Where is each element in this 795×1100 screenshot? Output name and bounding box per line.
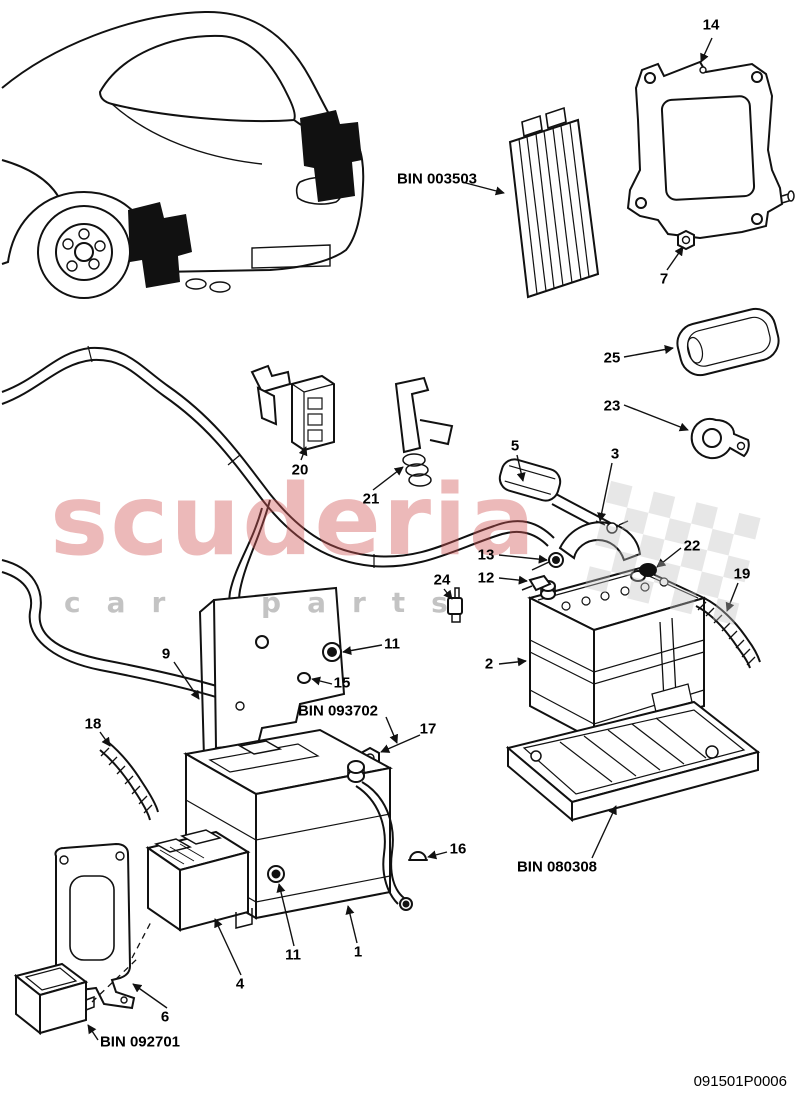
callout-4: 4: [235, 975, 245, 993]
corrugated-hose-19: [695, 597, 761, 669]
ecu-module: [508, 106, 600, 299]
cap-16: [408, 851, 428, 861]
battery-tray: [505, 700, 761, 823]
checkered-flag-watermark: [584, 480, 761, 625]
nut-7: [677, 229, 695, 251]
control-module-4: [145, 829, 253, 932]
callout-9: 9: [161, 645, 171, 663]
callout-14: 14: [702, 16, 720, 34]
assembly-dashes: [91, 919, 153, 1003]
callout-12: 12: [477, 569, 495, 587]
battery-clamp-3: [558, 521, 642, 562]
grommet-11-lower: [267, 865, 285, 883]
leader-lines: [87, 37, 739, 1041]
callout-3: 3: [610, 445, 620, 463]
callout-15: 15: [333, 674, 351, 692]
grommet-22: [639, 563, 657, 577]
callout-20: 20: [291, 461, 309, 479]
callout-17: 17: [419, 720, 437, 738]
callout-16: 16: [449, 840, 467, 858]
callout-23: 23: [603, 397, 621, 415]
callout-24: 24: [433, 571, 451, 589]
car-illustration: [1, 10, 365, 299]
callout-18: 18: [84, 715, 102, 733]
ring-terminal-13: [531, 552, 564, 571]
callout-13: 13: [477, 546, 495, 564]
document-number: 091501P0006: [693, 1073, 787, 1090]
callout-11-upper: 11: [384, 635, 400, 653]
connector-bracket-20: [250, 364, 335, 452]
callout-25: 25: [603, 349, 621, 367]
battery-2: [521, 520, 707, 742]
callout-bin-080308: BIN 080308: [516, 858, 598, 876]
callout-22: 22: [683, 537, 701, 555]
corrugated-hose-18: [99, 741, 159, 821]
grommet-11-upper: [322, 642, 342, 662]
callout-7: 7: [659, 270, 669, 288]
callout-11-lower: 11: [285, 946, 301, 964]
callout-21: 21: [362, 490, 380, 508]
callout-6: 6: [160, 1008, 170, 1026]
callout-bin-093702: BIN 093702: [297, 702, 379, 720]
callout-bin-092701: BIN 092701: [99, 1033, 181, 1051]
mounting-bracket-14: [626, 60, 795, 251]
cable-clamp-23: [690, 418, 750, 460]
sensor-24: [447, 587, 463, 623]
callout-bin-003503: BIN 003503: [396, 170, 478, 188]
bracket-hole-15: [297, 672, 311, 684]
callout-5: 5: [510, 437, 520, 455]
callout-1: 1: [353, 943, 363, 961]
module-bin-092701: [13, 962, 95, 1036]
callout-19: 19: [733, 565, 751, 583]
terminal-clamp-12: [521, 574, 552, 592]
rubber-sleeve-25: [676, 307, 780, 377]
callout-2: 2: [484, 655, 494, 673]
spring-bracket-21: [394, 376, 454, 487]
